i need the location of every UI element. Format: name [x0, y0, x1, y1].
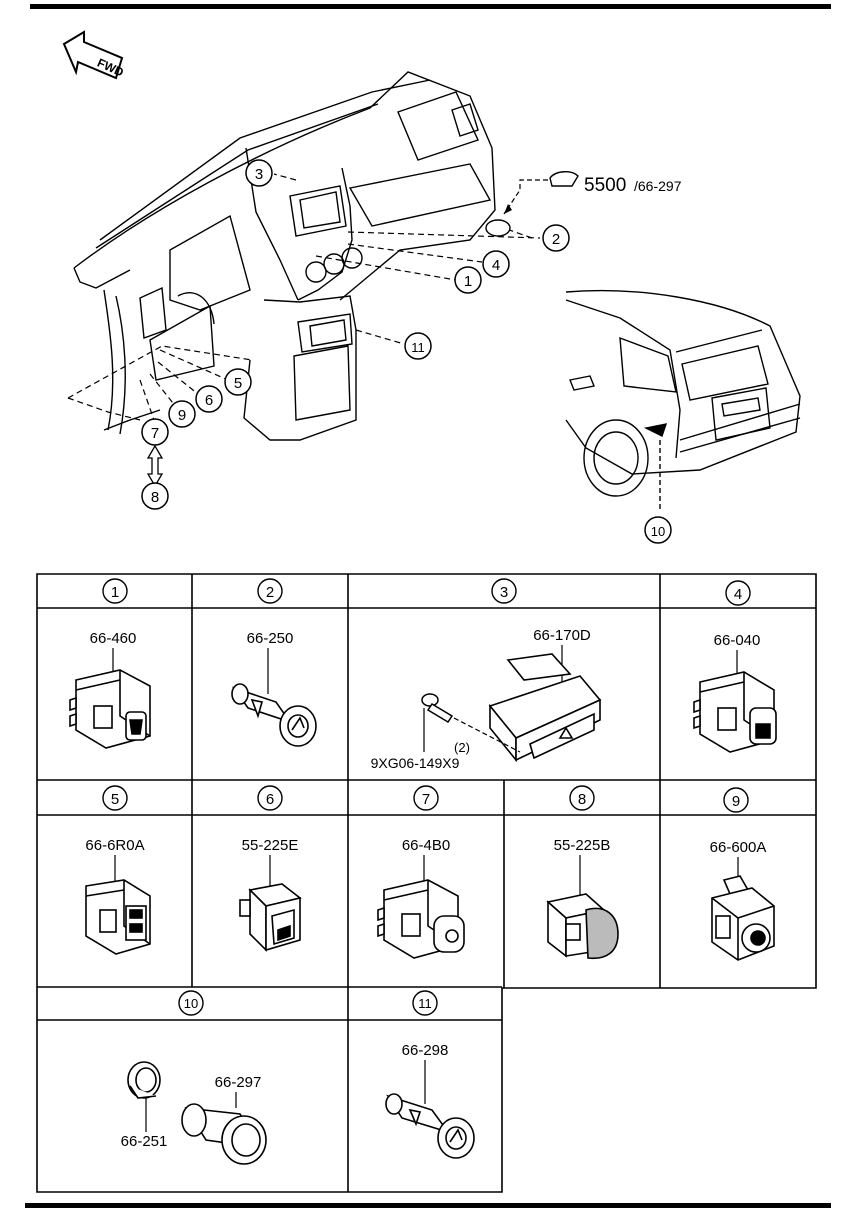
callout-6: 6	[195, 385, 223, 413]
leader-lines	[67, 173, 541, 421]
double-arrow-icon	[146, 444, 164, 488]
part-cell-6: 6 55-225E	[239, 785, 302, 952]
callouts: 3 2 4 1 11 5 6 9 7 8 10	[141, 159, 672, 544]
socket-ring-icon	[127, 1061, 161, 1099]
mirror-switch-icon	[711, 875, 775, 961]
callout-1: 1	[454, 266, 482, 294]
svg-text:11: 11	[411, 340, 425, 355]
part-cell-1: 1 66-460	[69, 578, 151, 749]
callout-5: 5	[224, 368, 252, 396]
callout-10: 10	[644, 516, 672, 544]
switch-icon	[239, 883, 302, 952]
svg-text:6: 6	[205, 392, 213, 409]
part-code-4: 66-040	[714, 632, 761, 649]
switch-icon	[546, 893, 619, 960]
part-number-1: 1	[111, 584, 119, 601]
switch-icon	[693, 671, 777, 753]
screw-icon	[421, 693, 454, 724]
part-code-3b: 9XG06-149X9	[371, 755, 460, 771]
svg-text:9: 9	[178, 407, 186, 424]
part-cell-11: 11 66-298	[385, 990, 475, 1159]
callout-8: 8	[141, 482, 169, 510]
cigarette-lighter-icon	[231, 683, 317, 747]
svg-text:3: 3	[255, 166, 263, 183]
part-code-11: 66-298	[402, 1042, 449, 1059]
part-code-6: 55-225E	[242, 837, 299, 854]
socket-icon	[181, 1103, 267, 1165]
parts-table	[36, 573, 817, 1193]
svg-text:1: 1	[464, 273, 472, 290]
part-number-9: 9	[732, 793, 740, 810]
part-code-5: 66-6R0A	[85, 837, 144, 854]
part-qty-3: (2)	[454, 740, 470, 755]
cigarette-lighter-icon	[385, 1093, 475, 1159]
bottom-rule	[25, 1203, 831, 1208]
reference-sub: /66-297	[634, 178, 682, 194]
hand-pointer-icon	[549, 171, 579, 187]
vehicle-rear-illustration	[565, 289, 801, 512]
svg-text:2: 2	[552, 231, 560, 248]
callout-9: 9	[168, 400, 196, 428]
part-cell-10: 10 66-297 66-251	[121, 990, 267, 1165]
dashboard-illustration	[73, 71, 496, 441]
callout-11: 11	[404, 332, 432, 360]
part-number-4: 4	[734, 586, 742, 603]
part-number-10: 10	[184, 996, 198, 1011]
part-number-8: 8	[578, 791, 586, 808]
svg-text:4: 4	[492, 257, 500, 274]
svg-text:5: 5	[234, 375, 242, 392]
part-number-2: 2	[266, 584, 274, 601]
part-code-9: 66-600A	[710, 839, 767, 856]
part-number-3: 3	[500, 584, 508, 601]
part-number-11: 11	[418, 996, 432, 1011]
part-code-8: 55-225B	[554, 837, 611, 854]
switch-icon	[377, 879, 465, 959]
part-code-2: 66-250	[247, 630, 294, 647]
switch-icon	[69, 669, 151, 749]
part-cell-3: 3 66-170D (2) 9XG06-149X9	[371, 578, 602, 771]
fwd-arrow-icon: FWD	[62, 30, 126, 80]
part-cell-9: 9 66-600A	[710, 787, 775, 961]
part-number-5: 5	[111, 791, 119, 808]
svg-text:10: 10	[651, 524, 665, 539]
reference-main: 5500	[584, 175, 626, 196]
part-cell-4: 4 66-040	[693, 580, 777, 753]
callout-4: 4	[482, 250, 510, 278]
part-cell-5: 5 66-6R0A	[85, 785, 151, 955]
part-code-10b: 66-251	[121, 1133, 168, 1150]
part-number-7: 7	[422, 791, 430, 808]
part-code-1: 66-460	[90, 630, 137, 647]
part-number-6: 6	[266, 791, 274, 808]
svg-text:8: 8	[151, 489, 159, 506]
svg-text:7: 7	[151, 425, 159, 442]
part-cell-8: 8 55-225B	[546, 785, 619, 960]
callout-2: 2	[542, 224, 570, 252]
part-cell-7: 7 66-4B0	[377, 785, 465, 959]
hazard-switch-icon	[488, 653, 602, 763]
switch-icon	[85, 879, 151, 955]
top-rule	[30, 4, 831, 9]
part-code-7: 66-4B0	[402, 837, 450, 854]
reference-pointer: 5500 /66-297	[485, 171, 682, 237]
part-code-3: 66-170D	[533, 627, 591, 644]
part-cell-2: 2 66-250	[231, 578, 317, 747]
callout-3: 3	[245, 159, 273, 187]
callout-7: 7	[141, 418, 169, 446]
part-code-10: 66-297	[215, 1074, 262, 1091]
